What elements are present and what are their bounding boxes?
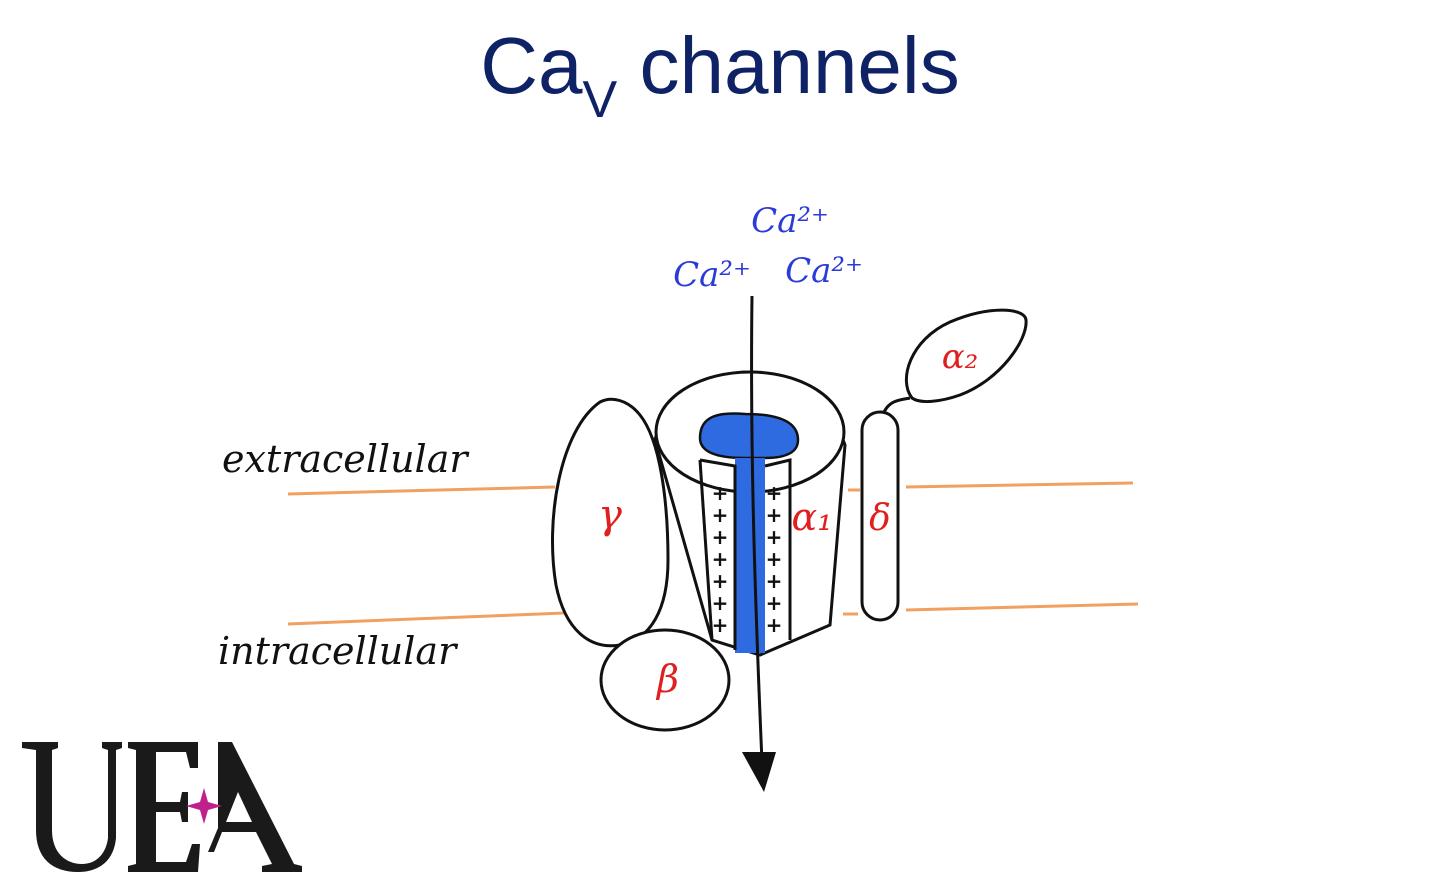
charge: + <box>766 547 783 571</box>
ion-flow-arrowhead <box>742 752 776 792</box>
beta-subunit <box>599 628 731 732</box>
ion-label-top: Ca²⁺ <box>751 201 829 241</box>
delta-label: δ <box>869 498 891 539</box>
extracellular-label: extracellular <box>222 437 470 481</box>
ion-label-right: Ca²⁺ <box>785 251 863 291</box>
pore-channel <box>735 458 765 653</box>
title-rest: channels <box>617 21 960 110</box>
charge: + <box>712 481 729 505</box>
alpha1-cut-right <box>764 458 792 640</box>
alpha1-label: α₁ <box>792 495 833 539</box>
membrane-bottom-left <box>287 611 566 626</box>
logo-letter-e <box>128 742 200 872</box>
logo-letter-u <box>22 742 122 872</box>
charge: + <box>766 525 783 549</box>
charge: + <box>712 525 729 549</box>
alpha2-subunit <box>904 308 1028 404</box>
charge: + <box>712 503 729 527</box>
charge: + <box>766 503 783 527</box>
title-subscript: V <box>582 71 618 129</box>
logo-star-icon <box>186 788 222 824</box>
charge: + <box>712 569 729 593</box>
charge: + <box>712 547 729 571</box>
logo-letter-a <box>208 742 302 872</box>
uea-logo <box>22 742 302 872</box>
membrane-bottom-right <box>905 602 1139 612</box>
pore-opening <box>698 412 800 460</box>
charge: + <box>766 613 783 637</box>
charge: + <box>766 591 783 615</box>
alpha1-inner-left <box>698 459 714 641</box>
alpha1-cut-left <box>699 458 737 650</box>
intracellular-label: intracellular <box>218 629 459 673</box>
ion-flow-line <box>750 295 764 763</box>
delta-alpha2-link <box>882 396 911 413</box>
membrane-lines <box>287 481 1139 626</box>
charges-right: + + + + + + + <box>766 481 783 637</box>
charges-left: + + + + + + + <box>712 481 729 637</box>
membrane-top-left <box>287 485 556 496</box>
title-main: Ca <box>480 21 583 110</box>
charge: + <box>712 591 729 615</box>
charge: + <box>712 613 729 637</box>
delta-subunit <box>860 410 900 622</box>
charge: + <box>766 481 783 505</box>
slide-title: CaV channels <box>0 21 1440 129</box>
charge: + <box>766 569 783 593</box>
gamma-label: γ <box>598 492 622 538</box>
beta-label: β <box>655 657 679 701</box>
membrane-top-right <box>905 481 1134 489</box>
alpha2-label: α₂ <box>942 337 979 377</box>
ion-label-left: Ca²⁺ <box>673 255 751 295</box>
